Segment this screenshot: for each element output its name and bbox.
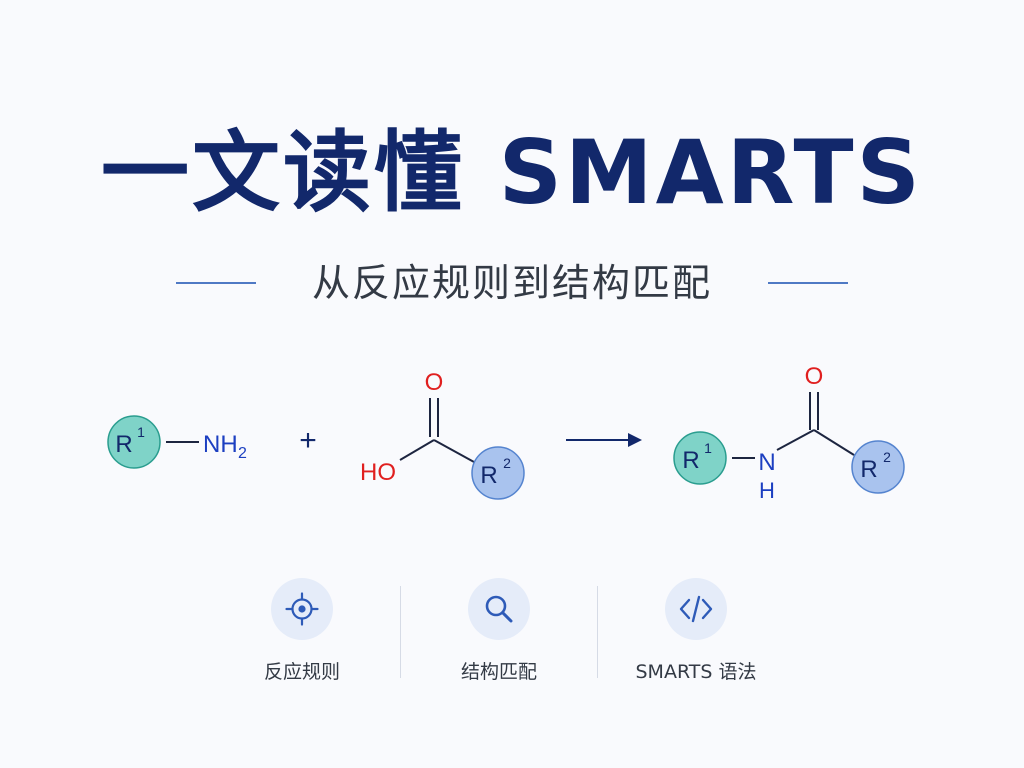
- amine-reactant: R 1 NH 2: [107, 415, 247, 469]
- amine-subscript: 2: [238, 445, 247, 462]
- subtitle-left-rule: [175, 282, 256, 284]
- product-n-c-bond: [776, 429, 815, 451]
- r2-superscript: 2: [503, 455, 511, 471]
- product-c-r2-bond: [813, 429, 855, 456]
- feature-label-smarts-syntax: SMARTS 语法: [635, 661, 757, 683]
- acid-hydroxyl-label: HO: [360, 459, 396, 486]
- code-icon: [665, 578, 727, 640]
- acid-reactant: O HO R 2: [360, 369, 525, 500]
- reaction-diagram: R 1 NH 2 + O HO R 2 R 1 N H O R 2: [107, 363, 905, 503]
- r1-superscript: 1: [137, 424, 145, 440]
- feature-divider: [597, 586, 598, 678]
- feature-smarts-syntax: SMARTS 语法: [598, 578, 794, 688]
- search-icon: [468, 578, 530, 640]
- subtitle-row: 从反应规则到结构匹配: [0, 258, 1024, 308]
- acid-r2-bond: [433, 439, 475, 463]
- product-carbonyl-oxygen: O: [805, 363, 824, 390]
- page-subtitle: 从反应规则到结构匹配: [311, 261, 712, 305]
- acid-ho-bond: [399, 439, 435, 461]
- r2-label: R: [480, 462, 497, 489]
- r1-label: R: [115, 431, 132, 458]
- reaction-arrow: [566, 433, 642, 447]
- product-hydrogen-label: H: [759, 478, 775, 503]
- feature-label-structure-match: 结构匹配: [460, 661, 537, 683]
- feature-divider: [400, 586, 401, 678]
- arrow-head: [628, 433, 642, 447]
- crosshair-icon: [271, 578, 333, 640]
- product-r1-circle: [673, 431, 727, 485]
- subtitle-right-rule: [768, 282, 848, 284]
- plus-sign: +: [299, 424, 317, 457]
- feature-label-reaction-rules: 反应规则: [263, 661, 340, 683]
- product-r2-circle: [851, 440, 905, 494]
- product-r1-superscript: 1: [704, 440, 712, 456]
- feature-row: 反应规则 结构匹配 SMARTS 语法: [204, 578, 804, 688]
- page-title: 一文读懂 SMARTS: [101, 121, 923, 224]
- product-r2-label: R: [860, 456, 877, 483]
- product-nitrogen-label: N: [758, 449, 775, 476]
- r2-circle: [471, 446, 525, 500]
- product-r1-label: R: [682, 447, 699, 474]
- acid-carbonyl-oxygen: O: [425, 369, 444, 396]
- product-r2-superscript: 2: [883, 449, 891, 465]
- r1-circle: [107, 415, 161, 469]
- feature-structure-match: 结构匹配: [401, 578, 597, 688]
- feature-reaction-rules: 反应规则: [204, 578, 400, 688]
- amide-product: R 1 N H O R 2: [673, 363, 905, 503]
- amine-nh-label: NH: [203, 431, 238, 458]
